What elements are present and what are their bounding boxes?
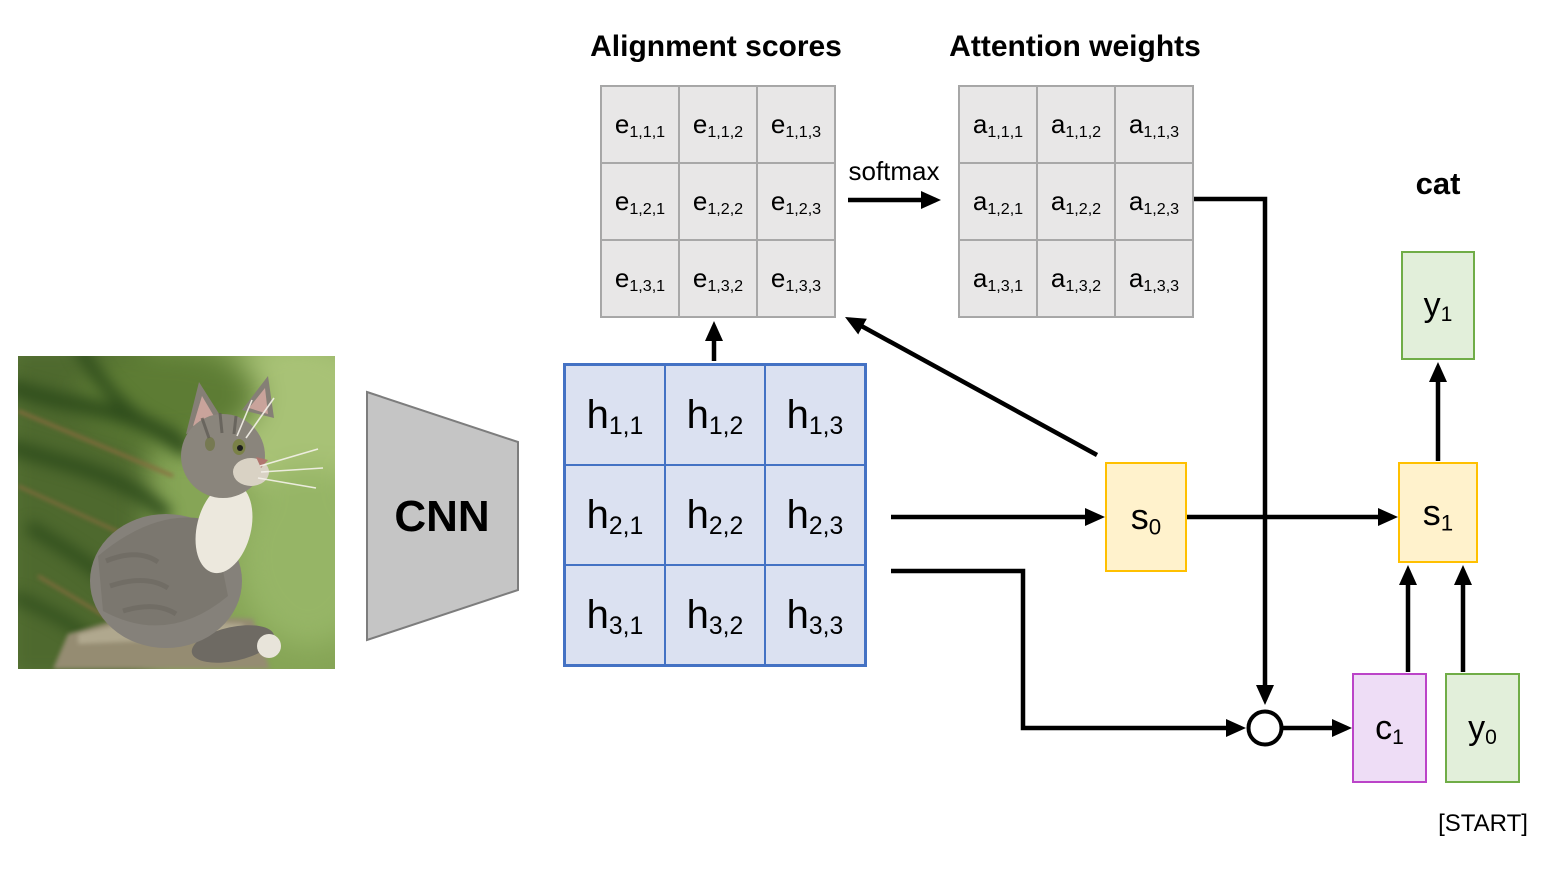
grid-cell: h3,1 — [565, 565, 665, 665]
output-word-y1: y1 — [1401, 251, 1475, 360]
attention-weights-grid: a1,1,1 a1,1,2 a1,1,3 a1,2,1 a1,2,2 a1,2,… — [958, 85, 1194, 318]
cnn-trapezoid — [366, 390, 519, 642]
cell-label: a1,1,2 — [1050, 109, 1102, 141]
grid-cell: a1,2,3 — [1115, 163, 1193, 240]
cell-label: h1,2 — [686, 392, 744, 440]
grid-cell: e1,2,2 — [679, 163, 757, 240]
cell-label: h2,1 — [586, 492, 644, 540]
grid-cell: a1,3,1 — [959, 240, 1037, 317]
grid-cell: e1,1,1 — [601, 86, 679, 163]
node-label: y1 — [1423, 286, 1453, 327]
pine-branches — [5, 342, 194, 650]
hidden-state-s0: s0 — [1105, 462, 1187, 572]
elementwise-product-node — [1246, 709, 1284, 747]
grid-cell: a1,1,3 — [1115, 86, 1193, 163]
cell-label: e1,2,2 — [692, 186, 744, 218]
cell-label: a1,1,1 — [972, 109, 1024, 141]
grid-cell: h3,2 — [665, 565, 765, 665]
grid-cell: e1,2,1 — [601, 163, 679, 240]
grid-cell: h1,1 — [565, 365, 665, 465]
head-stripes — [200, 412, 238, 439]
cell-label: e1,3,3 — [770, 263, 822, 295]
grid-cell: h2,2 — [665, 465, 765, 565]
predicted-word-label: cat — [1415, 166, 1461, 201]
grid-cell: e1,3,1 — [601, 240, 679, 317]
attention-weights-title: Attention weights — [949, 30, 1201, 63]
node-label: s1 — [1422, 491, 1454, 535]
grid-cell: h2,1 — [565, 465, 665, 565]
cat-photo-art — [0, 336, 388, 689]
alignment-scores-grid: e1,1,1 e1,1,2 e1,1,3 e1,2,1 e1,2,2 e1,2,… — [600, 85, 836, 318]
cell-label: a1,1,3 — [1128, 109, 1180, 141]
grid-cell: h2,3 — [765, 465, 865, 565]
hidden-state-s1: s1 — [1398, 462, 1478, 563]
cell-label: a1,3,2 — [1050, 263, 1102, 295]
grid-cell: e1,3,2 — [679, 240, 757, 317]
grid-cell: a1,3,2 — [1037, 240, 1115, 317]
cnn-label: CNN — [394, 492, 489, 541]
grid-cell: a1,1,1 — [959, 86, 1037, 163]
grid-cell: e1,3,3 — [757, 240, 835, 317]
cell-label: h2,3 — [786, 492, 844, 540]
grid-cell: e1,1,2 — [679, 86, 757, 163]
grid-cell: h1,2 — [665, 365, 765, 465]
cell-label: h2,2 — [686, 492, 744, 540]
grid-cell: a1,3,3 — [1115, 240, 1193, 317]
cell-label: e1,2,3 — [770, 186, 822, 218]
cell-label: h3,1 — [586, 592, 644, 640]
cell-label: a1,3,3 — [1128, 263, 1180, 295]
cell-label: h1,3 — [786, 392, 844, 440]
cell-label: e1,3,1 — [614, 263, 666, 295]
cell-label: a1,2,2 — [1050, 186, 1102, 218]
whiskers — [236, 397, 324, 489]
cat-photo — [0, 336, 388, 689]
cell-label: e1,2,1 — [614, 186, 666, 218]
cell-label: e1,1,1 — [614, 109, 666, 141]
cell-label: e1,3,2 — [692, 263, 744, 295]
arrow-s0-to-alignment — [845, 316, 1099, 457]
cell-label: h3,2 — [686, 592, 744, 640]
cnn-features-grid: h1,1 h1,2 h1,3 h2,1 h2,2 h2,3 h3,1 h3,2 … — [563, 363, 867, 667]
cell-label: e1,1,2 — [692, 109, 744, 141]
cell-label: h1,1 — [586, 392, 644, 440]
grid-cell: e1,1,3 — [757, 86, 835, 163]
start-token-label: [START] — [1438, 810, 1528, 837]
cell-label: e1,1,3 — [770, 109, 822, 141]
grid-cell: a1,2,2 — [1037, 163, 1115, 240]
alignment-scores-title: Alignment scores — [590, 30, 842, 63]
cnn-block: CNN — [366, 390, 519, 642]
grid-cell: h1,3 — [765, 365, 865, 465]
cell-label: h3,3 — [786, 592, 844, 640]
input-word-y0: y0 — [1445, 673, 1520, 783]
arrow-attention-to-product — [1193, 196, 1274, 705]
body-stripes — [105, 552, 178, 617]
grid-cell: e1,2,3 — [757, 163, 835, 240]
grid-cell: a1,2,1 — [959, 163, 1037, 240]
node-label: s0 — [1130, 496, 1162, 540]
cell-label: a1,3,1 — [972, 263, 1024, 295]
context-vector-c1: c1 — [1352, 673, 1427, 783]
softmax-label: softmax — [848, 156, 940, 186]
grid-cell: a1,1,2 — [1037, 86, 1115, 163]
node-label: c1 — [1375, 708, 1404, 749]
node-label: y0 — [1468, 708, 1497, 749]
cell-label: a1,2,3 — [1128, 186, 1180, 218]
arrow-features-to-product — [891, 568, 1246, 737]
cell-label: a1,2,1 — [972, 186, 1024, 218]
kitten — [90, 376, 324, 663]
grid-cell: h3,3 — [765, 565, 865, 665]
